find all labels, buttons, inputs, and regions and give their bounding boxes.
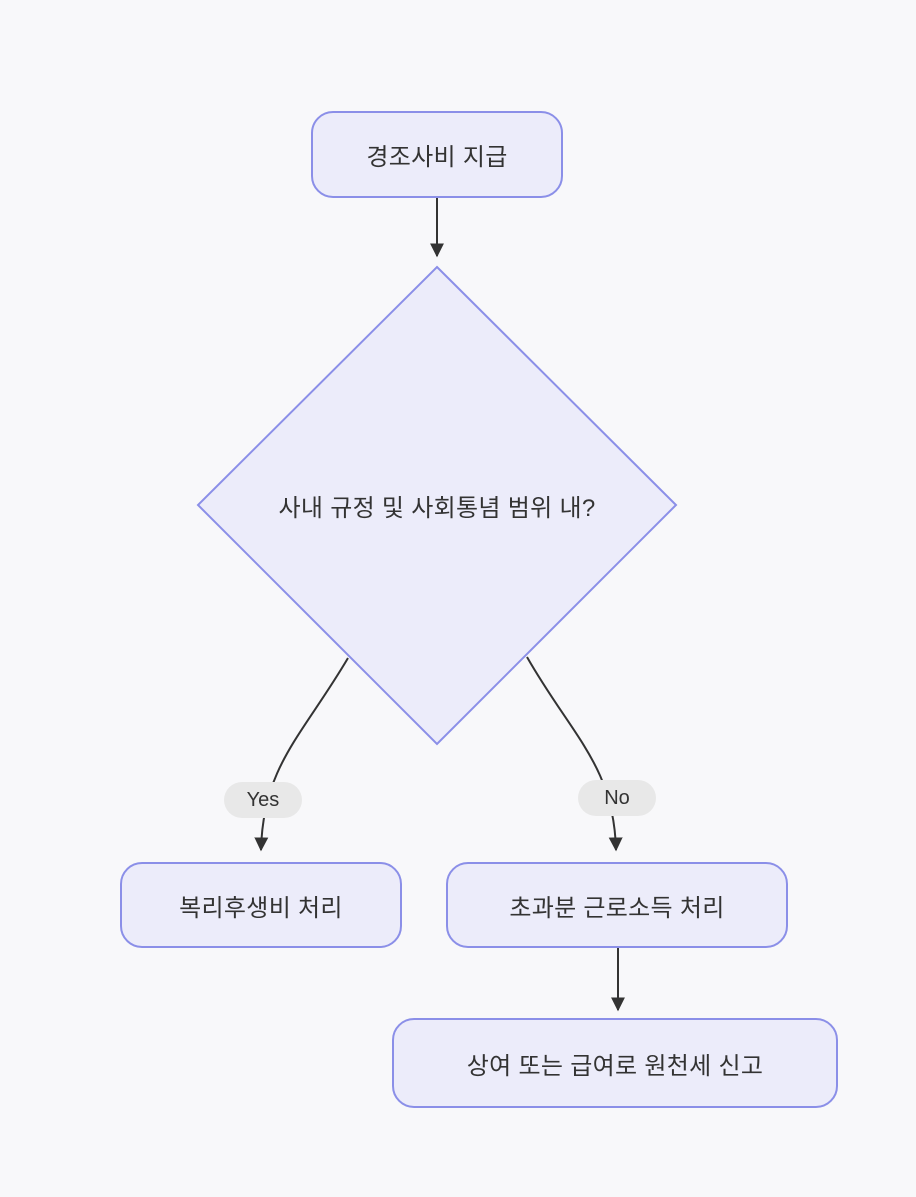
node-final: 상여 또는 급여로 원천세 신고 xyxy=(392,1018,838,1108)
decision-diamond-shape xyxy=(196,265,678,746)
edge-label-no: No xyxy=(578,780,656,816)
edge-decision-to-no xyxy=(526,656,623,852)
node-no-result-label: 초과분 근로소득 처리 xyxy=(509,894,725,922)
node-start-label: 경조사비 지급 xyxy=(366,144,508,171)
edge-label-yes: Yes xyxy=(224,782,302,818)
node-no-result: 초과분 근로소득 처리 xyxy=(446,862,788,948)
edge-decision-to-yes xyxy=(254,657,349,852)
node-yes-result-label: 복리후생비 처리 xyxy=(179,894,343,922)
node-final-label: 상여 또는 급여로 원천세 신고 xyxy=(466,1052,764,1080)
node-start: 경조사비 지급 xyxy=(311,111,563,198)
node-yes-result: 복리후생비 처리 xyxy=(120,862,402,948)
node-decision-label: 사내 규정 및 사회통념 범위 내? xyxy=(278,495,596,522)
